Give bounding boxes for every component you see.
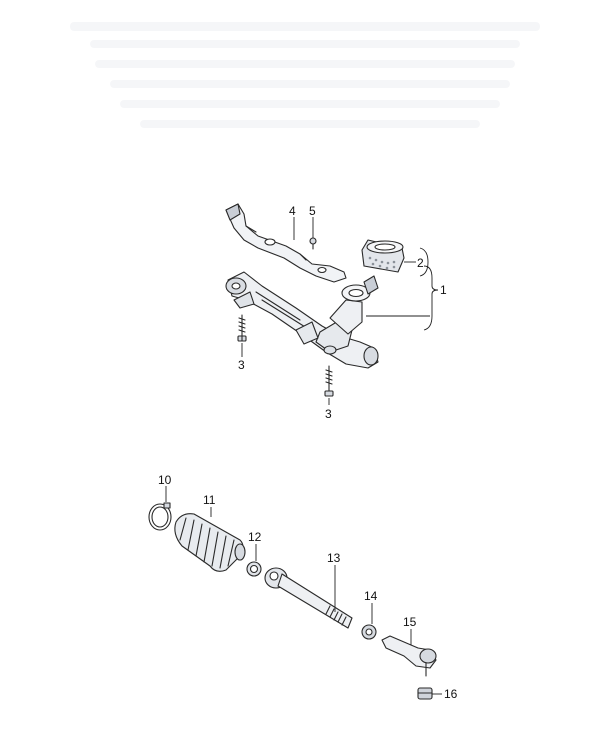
callout-4: 4 — [289, 204, 296, 218]
steering-gear-housing — [225, 271, 379, 369]
callout-14: 14 — [364, 589, 378, 603]
inner-tie-rod-part — [264, 567, 353, 629]
leader-lines-lower — [165, 486, 442, 695]
callout-13: 13 — [327, 551, 341, 565]
callout-3-left: 3 — [238, 358, 245, 372]
callout-3-lower: 3 — [325, 407, 332, 421]
clamp-part — [148, 502, 172, 531]
callout-5: 5 — [309, 204, 316, 218]
bolt-left-part — [237, 314, 247, 342]
callout-11: 11 — [203, 493, 216, 507]
callout-10: 10 — [158, 473, 172, 487]
callout-labels: 1 2 3 3 4 5 10 11 12 13 14 15 16 — [158, 204, 458, 701]
leader-lines-upper — [241, 217, 439, 405]
callout-1: 1 — [440, 283, 447, 297]
bracket-part — [225, 203, 347, 283]
locking-nut-part — [417, 687, 433, 700]
callout-15: 15 — [403, 615, 417, 629]
callout-12: 12 — [248, 530, 262, 544]
ring-part — [246, 561, 262, 577]
nut-part — [361, 624, 377, 640]
callout-16: 16 — [444, 687, 458, 701]
callout-2: 2 — [417, 256, 424, 270]
outer-tie-rod-end-part — [381, 635, 437, 677]
bolt-lower-part — [324, 365, 334, 397]
small-bolt-part — [309, 237, 317, 250]
faint-header-artifact — [70, 22, 540, 128]
boot-part — [174, 513, 246, 572]
gaiter-mount-part — [361, 239, 405, 273]
